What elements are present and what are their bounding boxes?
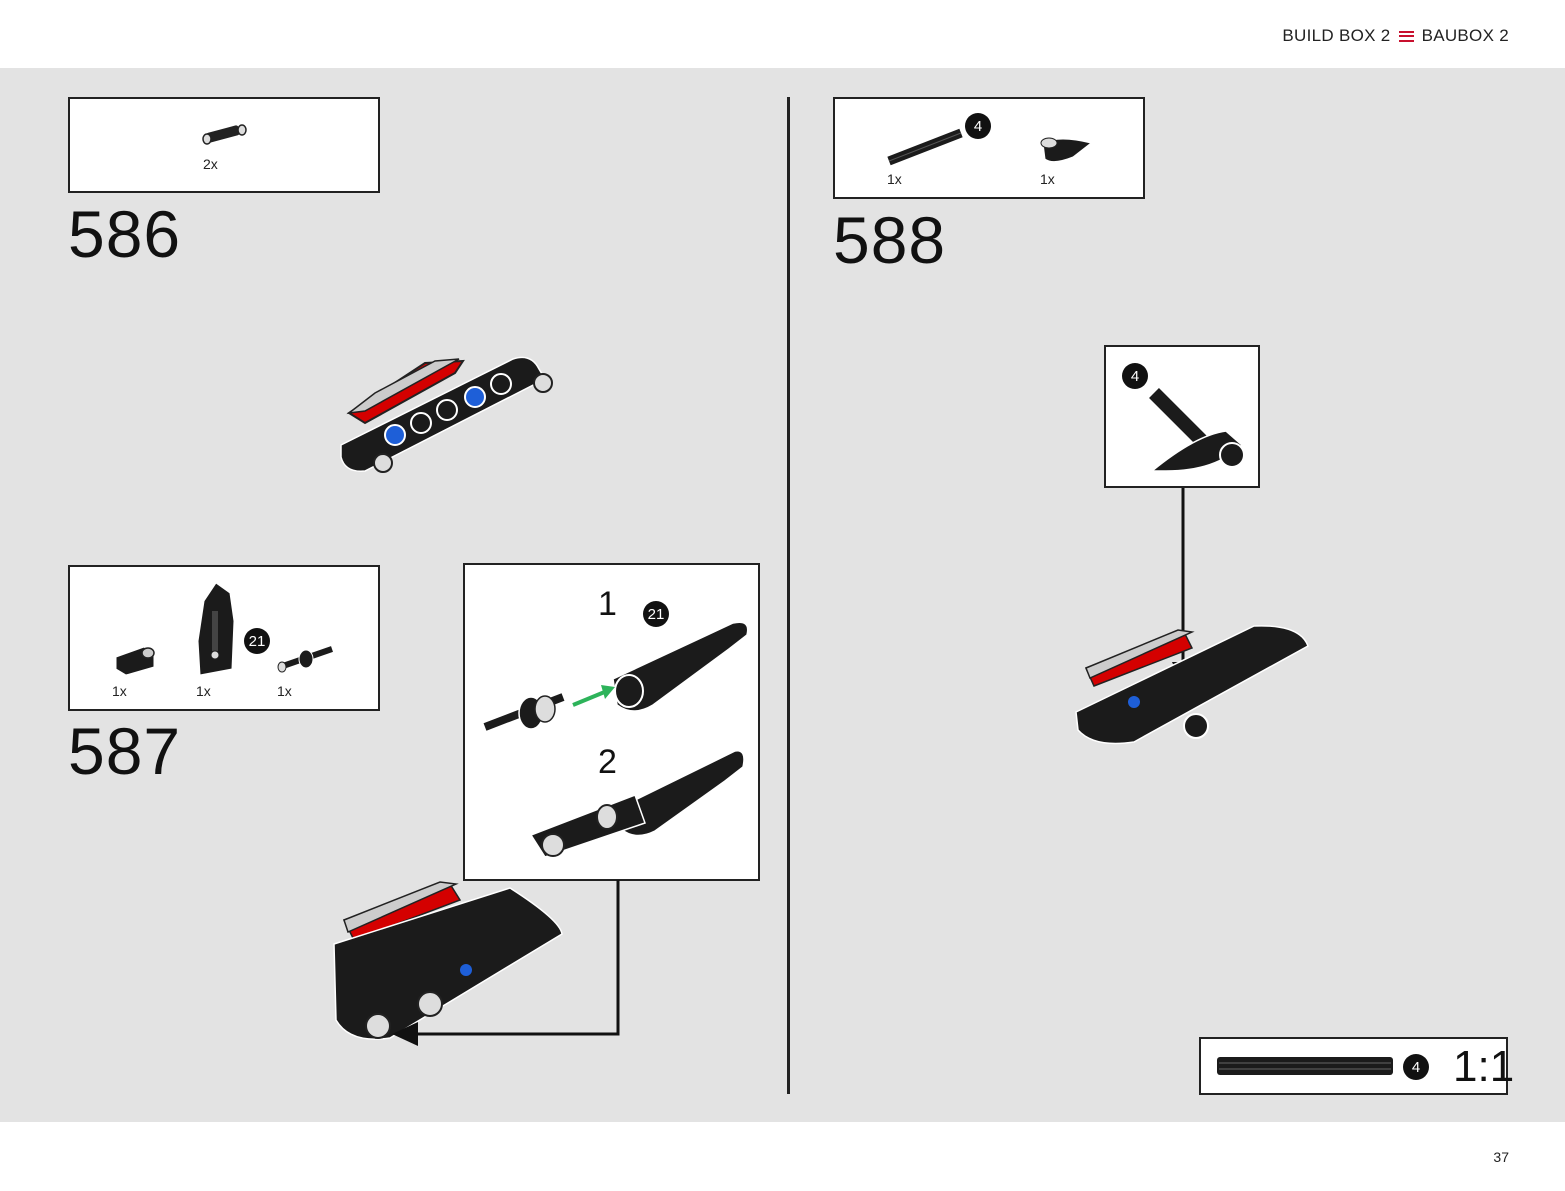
panel-part-icon: [197, 582, 235, 676]
quantity-badge: 4: [965, 113, 991, 139]
parts-box-586: 2x: [68, 97, 380, 193]
part-qty: 1x: [1040, 171, 1055, 187]
connector-part-icon: [115, 646, 155, 676]
page-header: BUILD BOX 2 BAUBOX 2: [0, 0, 1565, 68]
step-588-assembly-icon: [1075, 488, 1309, 745]
parts-box-588: 4 1x 1x: [833, 97, 1145, 199]
page-number: 37: [1493, 1149, 1509, 1165]
substep-number-2: 2: [598, 743, 617, 781]
subassembly-callout: 1 21 2: [463, 563, 760, 881]
header-left-label: BUILD BOX 2: [1282, 26, 1391, 45]
instruction-canvas: 2x 586 1x 21 1x 1x 587: [0, 68, 1565, 1122]
page-divider: [787, 97, 790, 1094]
detail-callout: 4: [1104, 345, 1260, 488]
step-587-assembly-icon: [333, 880, 620, 1046]
parts-box-587: 1x 21 1x 1x: [68, 565, 380, 711]
page-footer: 37: [0, 1122, 1565, 1191]
menu-icon: [1398, 30, 1414, 42]
quantity-badge: 21: [244, 628, 270, 654]
scale-reference: 4 1:1: [1199, 1037, 1514, 1095]
scale-label: 1:1: [1453, 1042, 1515, 1091]
axle-scale-icon: [1217, 1057, 1393, 1075]
pin-part-icon: [202, 124, 247, 145]
substep-2-assembly-icon: [529, 750, 745, 858]
header-right-label: BAUBOX 2: [1421, 26, 1509, 45]
quantity-badge: 4: [1122, 363, 1148, 389]
step-number-586: 586: [68, 197, 182, 271]
header-title: BUILD BOX 2 BAUBOX 2: [1282, 26, 1509, 46]
quantity-badge: 4: [1403, 1054, 1429, 1080]
step-number-587: 587: [68, 714, 182, 788]
axle-part-icon: [887, 128, 963, 166]
callout-cone-axle-icon: [1149, 388, 1245, 472]
cone-part-icon: [1040, 137, 1093, 163]
step-number-588: 588: [833, 203, 947, 277]
part-qty: 1x: [277, 683, 292, 699]
substep-number-1: 1: [598, 585, 617, 623]
quantity-badge: 21: [643, 601, 669, 627]
beam-assembly-icon: [340, 356, 553, 473]
part-qty: 2x: [203, 156, 218, 172]
part-qty: 1x: [112, 683, 127, 699]
part-qty: 1x: [887, 171, 902, 187]
part-qty: 1x: [196, 683, 211, 699]
axle-pin-part-icon: [277, 646, 333, 673]
substep-1-parts-icon: [483, 621, 749, 731]
